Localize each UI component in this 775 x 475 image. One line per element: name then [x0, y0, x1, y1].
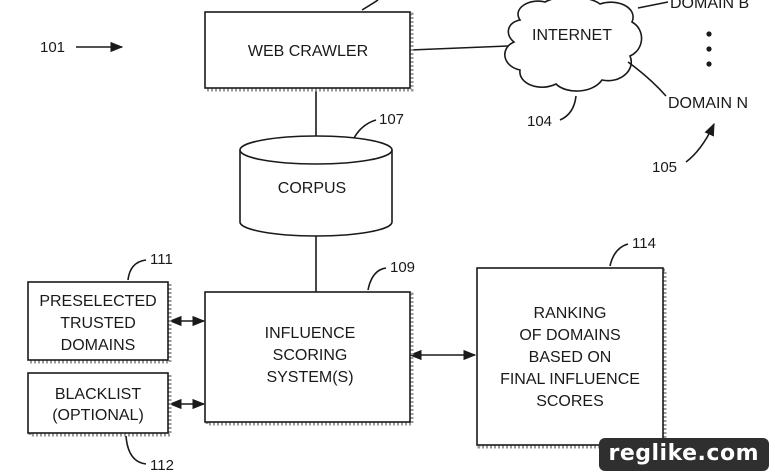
ellipsis-dot: [706, 31, 712, 37]
trusted-domains-box: [27, 281, 169, 361]
ref-109: 109: [390, 259, 415, 276]
blacklist-line: BLACKLIST: [55, 386, 141, 403]
web-crawler-leader: [361, 0, 379, 11]
web-crawler-label: WEB CRAWLER: [248, 43, 368, 60]
ref-107-leader: [353, 119, 377, 139]
ref-111-leader: [127, 259, 147, 281]
ref-109-leader: [367, 267, 387, 291]
ref-104-leader: [559, 95, 577, 121]
watermark-badge: reglike.com: [598, 438, 769, 471]
blacklist-box: [27, 372, 169, 434]
trusted-domains-line: PRESELECTED: [39, 293, 156, 310]
corpus-label: CORPUS: [278, 180, 346, 197]
ellipsis-dot: [706, 61, 712, 67]
influence-scoring-line: SYSTEM(S): [266, 369, 353, 386]
domain-n-label: DOMAIN N: [668, 95, 748, 112]
influence-scoring-box: [204, 291, 411, 423]
blacklist-line: (OPTIONAL): [52, 407, 144, 424]
ref-112-leader: [125, 435, 147, 465]
ref-101: 101: [40, 39, 65, 56]
ref-114: 114: [632, 235, 656, 252]
trusted-domains-line: TRUSTED: [60, 315, 136, 332]
ref-114-leader: [609, 243, 629, 267]
corpus-cylinder-top: [239, 135, 393, 165]
internet-label: INTERNET: [532, 27, 612, 44]
web-crawler-box: [204, 11, 411, 89]
ranking-box: [476, 267, 664, 446]
internet-domain-b-link: [637, 1, 669, 9]
ref-111: 111: [150, 251, 173, 268]
ref-105-arrow: [685, 122, 715, 163]
ranking-line: FINAL INFLUENCE: [500, 371, 640, 388]
crawler-internet-connector: [409, 45, 509, 51]
domain-b-label: DOMAIN B: [670, 0, 749, 12]
ref-105: 105: [652, 159, 677, 176]
ranking-line: RANKING: [534, 305, 607, 322]
ranking-line: BASED ON: [529, 349, 612, 366]
influence-scoring-line: INFLUENCE: [265, 325, 356, 342]
ref-112: 112: [150, 457, 174, 474]
ref-104: 104: [527, 113, 552, 130]
ellipsis-dot: [706, 46, 712, 52]
ref-107: 107: [379, 111, 404, 128]
internet-domain-n-link: [627, 61, 667, 97]
ranking-line: OF DOMAINS: [519, 327, 620, 344]
internet-cloud: [504, 0, 643, 92]
influence-scoring-line: SCORING: [273, 347, 348, 364]
corpus-cylinder: [239, 150, 393, 237]
trusted-domains-line: DOMAINS: [61, 337, 136, 354]
ranking-line: SCORES: [536, 393, 604, 410]
